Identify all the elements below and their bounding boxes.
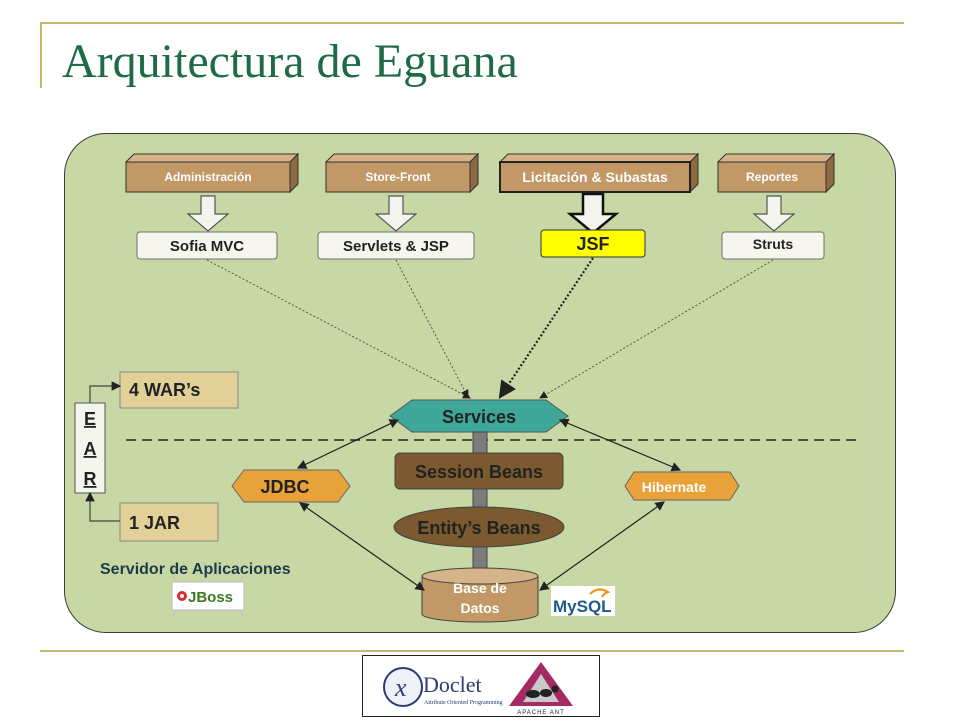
module-label-administracion: Administración (164, 170, 251, 184)
mysql-logo-text: MySQL (553, 597, 612, 616)
connector-sofia-services (206, 259, 471, 399)
session-beans-node: Session Beans (394, 452, 564, 490)
tech-servlets-jsp: Servlets & JSP (317, 231, 475, 260)
down-arrow-icon (752, 195, 796, 232)
session-beans-label: Session Beans (415, 462, 543, 482)
tech-label-servlets: Servlets & JSP (343, 238, 449, 255)
link-jdbc-database (299, 502, 425, 591)
down-arrow-icon (374, 195, 418, 232)
server-label: Servidor de Aplicaciones (100, 561, 291, 578)
entity-beans-label: Entity’s Beans (417, 518, 540, 538)
ear-letter-r: R (84, 469, 97, 489)
link-jdbc-services (296, 419, 400, 469)
entity-beans-node: Entity’s Beans (393, 506, 565, 548)
module-label-licitacion: Licitación & Subastas (522, 169, 668, 185)
module-administracion: Administración (124, 152, 300, 194)
module-licitacion-subastas: Licitación & Subastas (498, 152, 700, 194)
wars-box (119, 371, 239, 409)
down-arrow-icon (186, 195, 230, 232)
connector-jsf-services (498, 257, 594, 399)
hibernate-label: Hibernate (642, 479, 707, 495)
database-label-line1: Base de (453, 580, 507, 596)
jboss-logo-text: JBoss (188, 589, 233, 606)
jdbc-label: JDBC (260, 477, 309, 497)
jar-label: 1 JAR (129, 513, 180, 533)
xdoclet-logo: x Doclet Attribute Oriented Programming (383, 667, 503, 707)
down-arrow-icon (566, 192, 620, 235)
connector-session-entity (472, 488, 488, 510)
tools-logos: x Doclet Attribute Oriented Programming … (383, 662, 573, 716)
slide-title: Arquitectura de Eguana (62, 35, 518, 88)
svg-text:x: x (394, 673, 407, 702)
hibernate-node: Hibernate (624, 471, 740, 501)
module-reportes: Reportes (716, 152, 836, 194)
xdoclet-tagline: Attribute Oriented Programming (424, 700, 503, 706)
bottom-rule (40, 650, 904, 652)
module-label-reportes: Reportes (746, 170, 798, 184)
jar-box (119, 502, 219, 542)
services-label: Services (442, 407, 516, 427)
connector-servlets-services (395, 259, 469, 398)
mysql-logo: MySQL (551, 586, 615, 616)
tech-sofia-mvc: Sofia MVC (136, 231, 278, 260)
ear-letter-a: A (84, 439, 97, 459)
xdoclet-logo-text: Doclet (423, 672, 482, 697)
ear-group: E A R 4 WAR’s 1 JAR (74, 371, 239, 542)
module-store-front: Store-Front (324, 152, 480, 194)
link-services-hibernate (558, 418, 682, 472)
jdbc-node: JDBC (231, 469, 351, 503)
tech-label-jsf: JSF (576, 234, 609, 254)
tech-label-sofia: Sofia MVC (170, 238, 244, 255)
wars-label: 4 WAR’s (129, 380, 200, 400)
left-accent (40, 22, 42, 88)
connector-services-session (472, 431, 488, 455)
database-label-line2: Datos (461, 600, 500, 616)
apache-ant-logo-text: APACHE ANT (517, 710, 565, 716)
link-database-hibernate (539, 501, 665, 591)
tools-logo-box: x Doclet Attribute Oriented Programming … (362, 655, 600, 717)
top-rule (40, 22, 904, 24)
tech-label-struts: Struts (753, 236, 794, 252)
connector-entity-db (472, 545, 488, 569)
database-node: Base de Datos (421, 567, 539, 623)
apache-ant-logo: APACHE ANT (509, 662, 573, 716)
module-label-store-front: Store-Front (365, 170, 430, 184)
jboss-logo: JBoss (171, 581, 245, 611)
services-node: Services (389, 399, 569, 433)
ear-letter-e: E (84, 409, 96, 429)
connector-struts-services (539, 259, 774, 399)
tech-struts: Struts (721, 231, 825, 260)
tech-jsf: JSF (540, 229, 646, 258)
